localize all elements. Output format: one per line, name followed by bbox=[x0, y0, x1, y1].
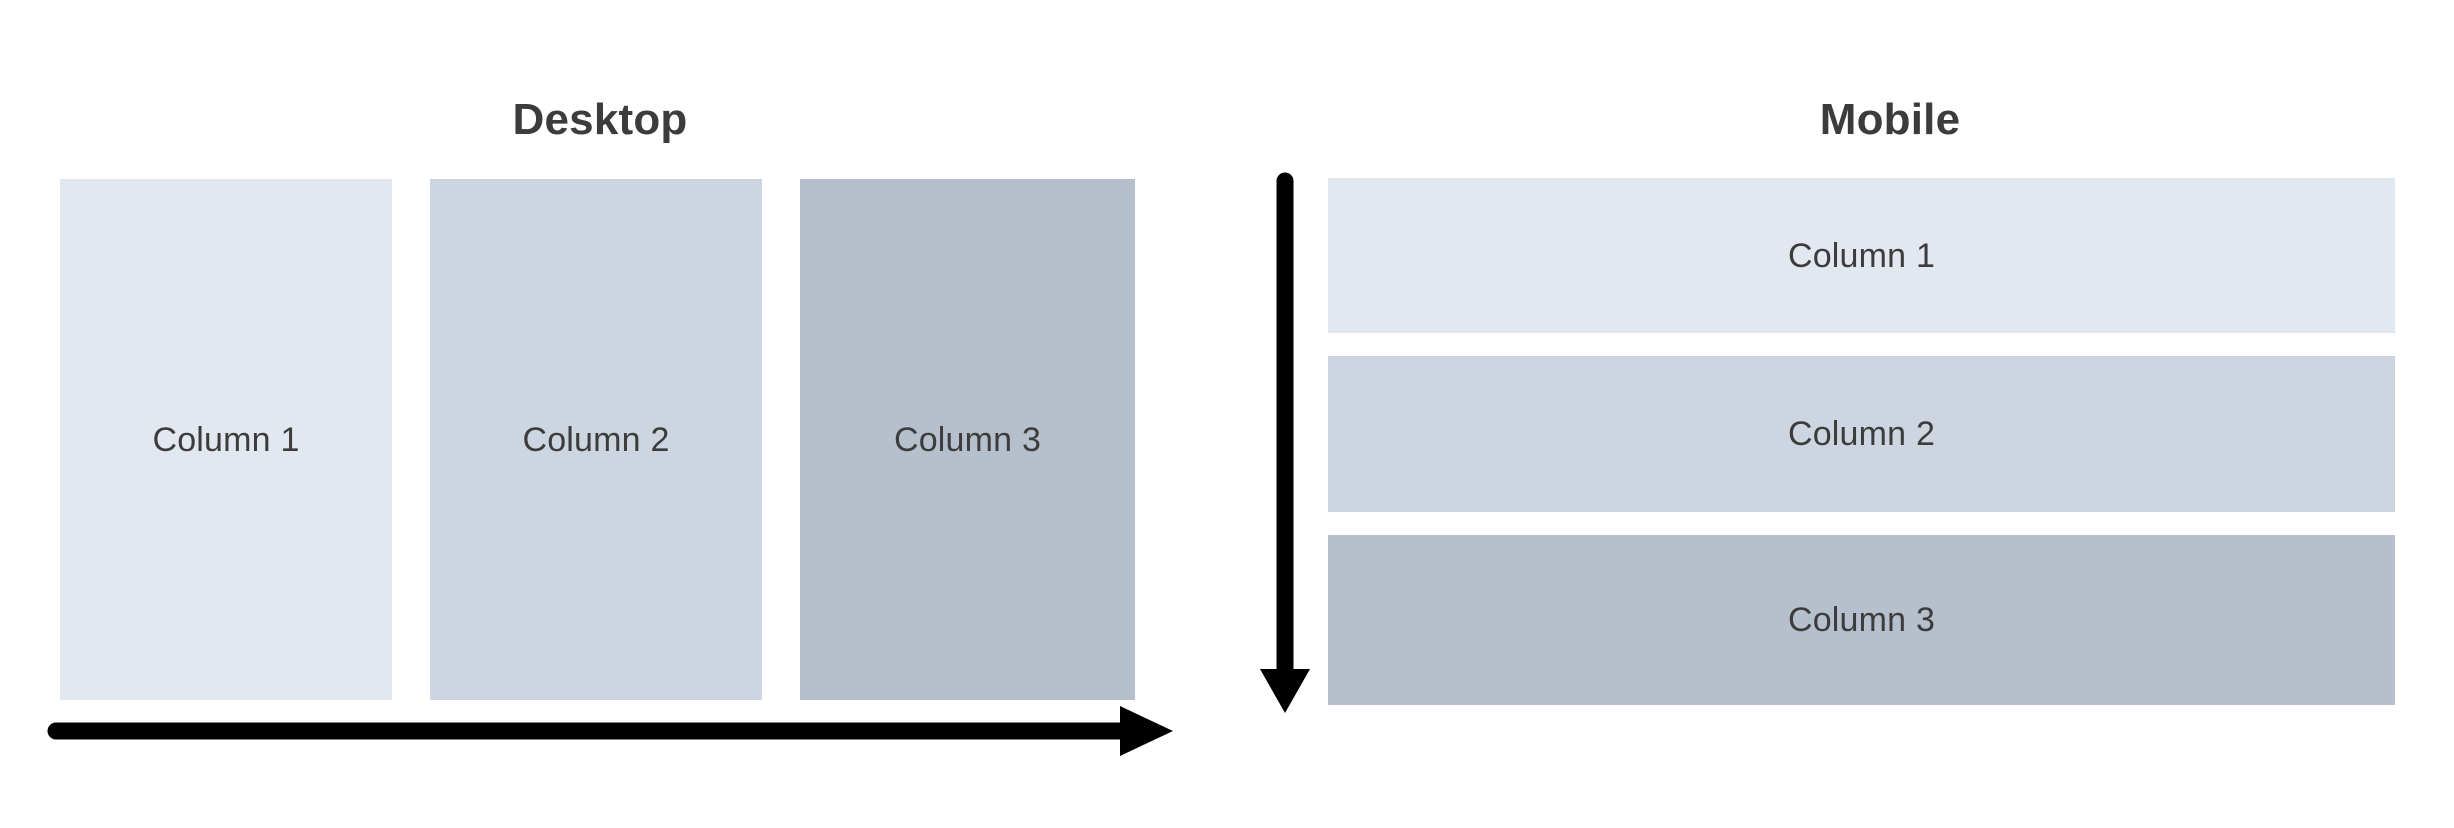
desktop-column-2: Column 2 bbox=[430, 179, 762, 700]
desktop-column-1: Column 1 bbox=[60, 179, 392, 700]
desktop-column-3-label: Column 3 bbox=[893, 420, 1042, 459]
mobile-section-title: Mobile bbox=[1819, 95, 1961, 144]
mobile-row-3: Column 3 bbox=[1328, 535, 2395, 705]
desktop-section-title: Desktop bbox=[512, 95, 688, 144]
desktop-column-3: Column 3 bbox=[800, 179, 1135, 700]
mobile-row-2: Column 2 bbox=[1328, 356, 2395, 512]
mobile-row-2-label: Column 2 bbox=[1787, 415, 1936, 453]
mobile-row-1-label: Column 1 bbox=[1787, 236, 1936, 275]
mobile-row-1: Column 1 bbox=[1328, 178, 2395, 333]
arrow-right-icon bbox=[47, 706, 1173, 756]
mobile-row-3-label: Column 3 bbox=[1787, 601, 1936, 639]
arrow-down-icon bbox=[1260, 172, 1310, 713]
desktop-column-1-label: Column 1 bbox=[152, 420, 300, 459]
desktop-column-2-label: Column 2 bbox=[522, 420, 670, 459]
